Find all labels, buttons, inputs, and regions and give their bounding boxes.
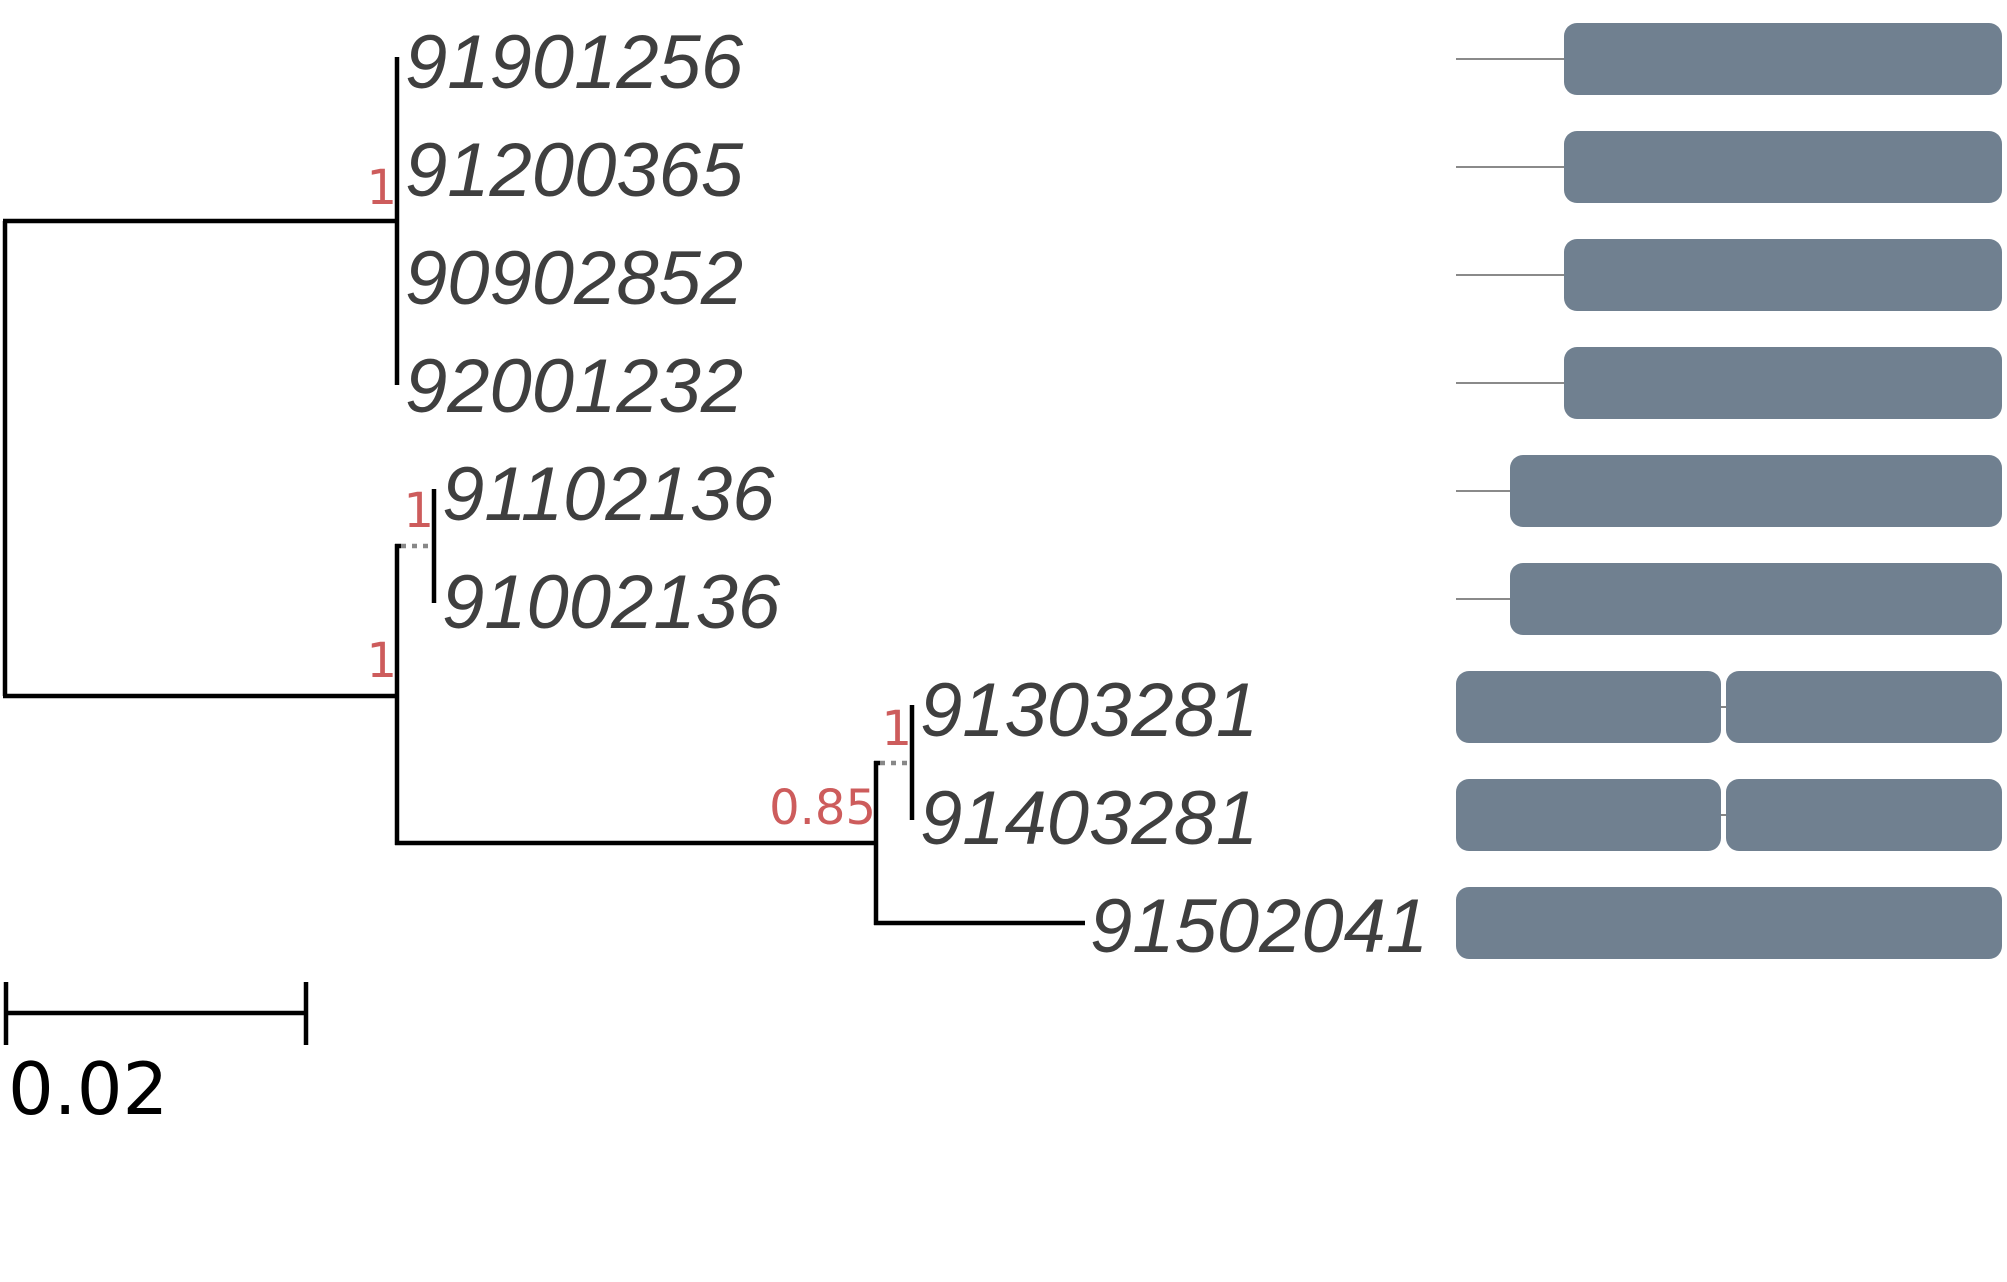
support-value-clade-b1: 1 [403,483,434,539]
leaf-label: 91002136 [442,560,781,645]
support-value-clade-a: 1 [366,160,397,216]
leaf-label: 91200365 [405,128,744,213]
support-value-clade-c: 0.85 [769,780,876,836]
domain-architecture [1456,23,2002,959]
tree-branches [2,57,1085,926]
domain-block [1564,23,2002,95]
domain-block [1510,455,2002,527]
leaf-label: 92001232 [405,344,743,429]
domain-block [1564,347,2002,419]
domain-block [1456,671,1721,743]
leaf-labels: 91901256 91200365 90902852 92001232 9110… [405,20,1428,969]
leaf-label: 91403281 [920,776,1258,861]
leaf-label: 91303281 [920,668,1258,753]
domain-block [1456,887,2002,959]
leaf-label: 90902852 [405,236,743,321]
domain-block [1564,131,2002,203]
support-value-clade-b: 1 [366,633,397,689]
domain-block [1726,671,2002,743]
scale-bar: 0.02 [3,982,309,1131]
leaf-label: 91102136 [442,452,775,537]
leaf-label: 91901256 [405,20,744,105]
support-value-clade-c1: 1 [881,701,912,757]
scale-bar-label: 0.02 [8,1047,168,1131]
domain-block [1564,239,2002,311]
domain-block [1726,779,2002,851]
support-values: 1 1 1 0.85 1 [366,160,912,836]
domain-block [1510,563,2002,635]
domain-block [1456,779,1721,851]
leaf-label: 91502041 [1090,884,1428,969]
